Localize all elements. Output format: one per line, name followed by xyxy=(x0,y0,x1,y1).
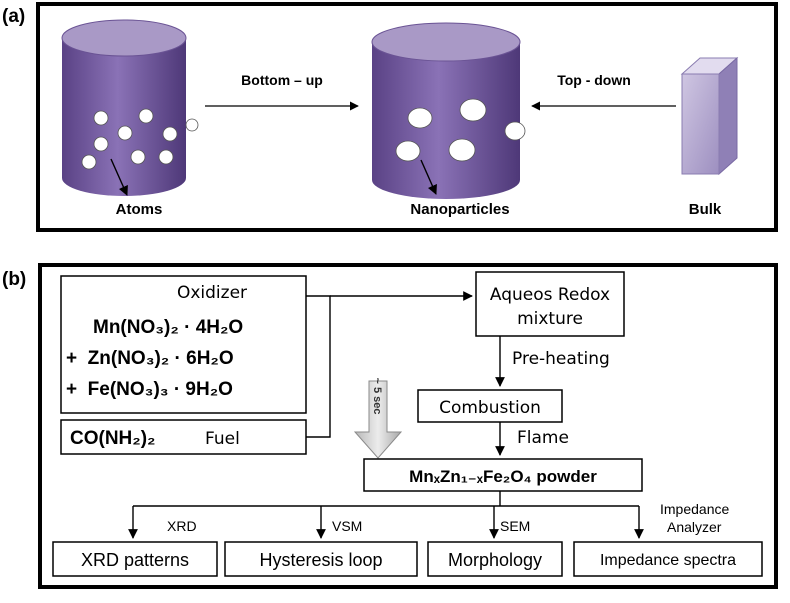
oxidizer-mn: Mn(NO₃)₂ · 4H₂O xyxy=(93,317,243,338)
powder-box xyxy=(363,458,643,492)
redox-line-1: Aqueos Redox xyxy=(490,285,610,305)
preheating-label: Pre-heating xyxy=(512,349,610,369)
oxidizer-fe: + Fe(NO₃)₃ · 9H₂O xyxy=(66,379,233,400)
powder-label: MnₓZn₁₋ₓFe₂O₄ powder xyxy=(409,467,597,486)
oxidizer-zn: + Zn(NO₃)₂ · 6H₂O xyxy=(66,348,234,369)
impedance-spectra-box xyxy=(573,541,763,577)
nanoparticle-dot xyxy=(504,121,526,141)
nanoparticles-cylinder xyxy=(371,22,526,199)
atoms-label: Atoms xyxy=(116,201,163,218)
nanoparticle-dot xyxy=(395,140,421,162)
time-label: ~ 5 sec xyxy=(371,377,383,414)
atoms-pointer-arrow xyxy=(110,158,128,196)
time-arrow xyxy=(353,380,403,459)
fuel-label: Fuel xyxy=(205,429,240,449)
panel-a-label: (a) xyxy=(2,6,25,27)
flame-label: Flame xyxy=(517,428,569,448)
bottom-up-label: Bottom – up xyxy=(241,72,323,88)
atom-dot xyxy=(185,118,199,132)
impedance-analyzer-line-2: Analyzer xyxy=(667,519,722,535)
atom-dot xyxy=(81,154,97,170)
combustion-label: Combustion xyxy=(439,398,541,418)
connector-bracket xyxy=(306,295,331,438)
top-down-label: Top - down xyxy=(557,72,631,88)
xrd-technique-label: XRD xyxy=(167,518,197,534)
combustion-box xyxy=(417,389,563,423)
fuel-formula: CO(NH₂)₂ xyxy=(70,428,155,449)
nanoparticle-dot xyxy=(459,98,487,122)
bulk-label: Bulk xyxy=(689,201,722,218)
hysteresis-loop-box xyxy=(224,541,418,577)
impedance-analyzer-line-1: Impedance xyxy=(660,501,729,517)
atom-dot xyxy=(93,136,109,152)
morphology-label: Morphology xyxy=(448,550,542,570)
atom-dot xyxy=(138,108,154,124)
atom-dot xyxy=(130,149,146,165)
atom-dot xyxy=(162,126,178,142)
nanoparticles-label: Nanoparticles xyxy=(410,201,509,218)
impedance-spectra-label: Impedance spectra xyxy=(600,552,736,569)
panel-b-label: (b) xyxy=(2,269,26,290)
nanoparticle-dot xyxy=(407,107,433,129)
oxidizer-title: Oxidizer xyxy=(177,283,247,303)
hysteresis-loop-label: Hysteresis loop xyxy=(259,550,382,570)
atom-dot xyxy=(93,110,109,126)
atoms-cylinder xyxy=(61,19,199,196)
oxidizer-box xyxy=(60,275,307,414)
vsm-technique-label: VSM xyxy=(332,518,362,534)
bulk-cube xyxy=(680,56,739,176)
redox-mixture-box xyxy=(475,271,625,337)
morphology-box xyxy=(427,541,563,577)
atom-dot xyxy=(117,125,133,141)
xrd-patterns-label: XRD patterns xyxy=(81,550,189,570)
xrd-patterns-box xyxy=(52,541,218,577)
sem-technique-label: SEM xyxy=(500,518,530,534)
atom-dot xyxy=(158,149,174,165)
nanoparticles-pointer-arrow xyxy=(420,159,437,195)
nanoparticle-dot xyxy=(448,138,476,162)
redox-line-2: mixture xyxy=(517,309,583,329)
